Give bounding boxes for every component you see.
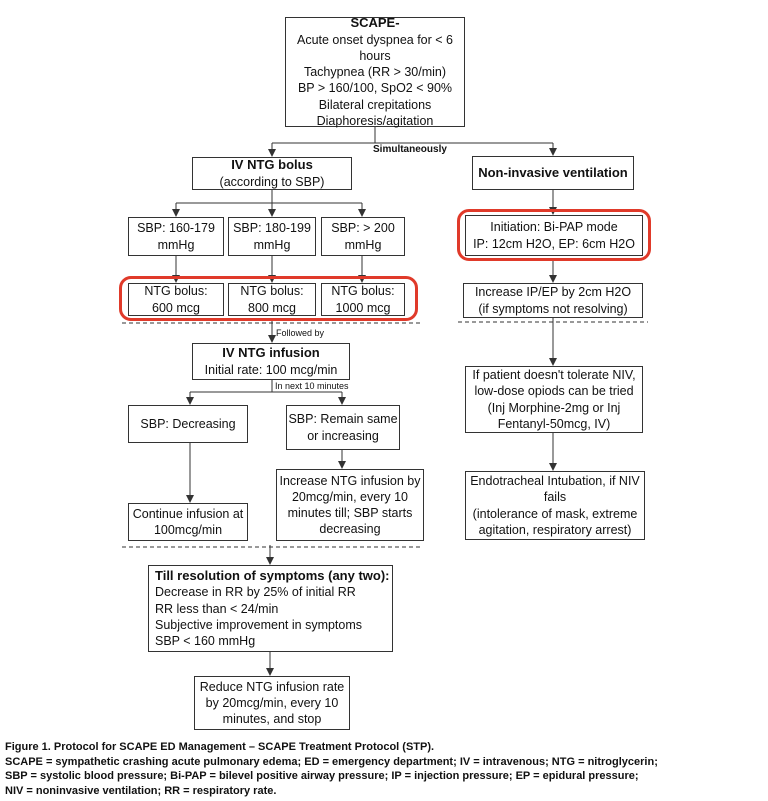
bolus-dose-box: NTG bolus: 1000 mcg bbox=[321, 283, 405, 316]
sbp-decreasing-box: SBP: Decreasing bbox=[128, 405, 248, 443]
bolus-highlight bbox=[119, 276, 418, 321]
flowchart-connectors bbox=[122, 127, 648, 676]
bolus-dose-box: NTG bolus: 800 mcg bbox=[228, 283, 316, 316]
sbp-range-box: SBP: 160-179 mmHg bbox=[128, 217, 224, 256]
iv-ntg-bolus-box: IV NTG bolus (according to SBP) bbox=[192, 157, 352, 190]
reduce-infusion-box: Reduce NTG infusion rate by 20mcg/min, e… bbox=[194, 676, 350, 730]
iv-ntg-infusion-title: IV NTG infusion bbox=[222, 344, 320, 360]
resolution-title: Till resolution of symptoms (any two): bbox=[155, 567, 390, 583]
scape-criteria-box: SCAPE- Acute onset dyspnea for < 6 hours… bbox=[285, 14, 465, 128]
scape-line: Diaphoresis/agitation bbox=[316, 113, 434, 128]
caption-line: SCAPE = sympathetic crashing acute pulmo… bbox=[5, 755, 658, 768]
increase-infusion-box: Increase NTG infusion by 20mcg/min, ever… bbox=[276, 469, 424, 541]
iv-ntg-bolus-subtitle: (according to SBP) bbox=[219, 174, 325, 189]
sbp-range-box: SBP: 180-199 mmHg bbox=[228, 217, 316, 256]
intubation-box: Endotracheal Intubation, if NIV fails (i… bbox=[465, 471, 645, 540]
in-next-10-minutes-label: In next 10 minutes bbox=[275, 381, 349, 391]
caption-line: NIV = noninvasive ventilation; RR = resp… bbox=[5, 784, 277, 797]
iv-ntg-infusion-subtitle: Initial rate: 100 mcg/min bbox=[204, 362, 338, 377]
iv-ntg-infusion-box: IV NTG infusion Initial rate: 100 mcg/mi… bbox=[192, 343, 350, 380]
scape-title: SCAPE- bbox=[350, 14, 400, 30]
bipap-highlight bbox=[457, 209, 651, 261]
resolution-item: RR less than < 24/min bbox=[155, 601, 279, 616]
caption-line: Figure 1. Protocol for SCAPE ED Manageme… bbox=[5, 741, 435, 753]
continue-infusion-box: Continue infusion at 100mcg/min bbox=[128, 503, 248, 541]
scape-line: Tachypnea (RR > 30/min) bbox=[303, 65, 447, 80]
resolution-item: Subjective improvement in symptoms bbox=[155, 617, 363, 632]
resolution-item: Decrease in RR by 25% of initial RR bbox=[155, 585, 356, 600]
increase-ip-ep-box: Increase IP/EP by 2cm H2O (if symptoms n… bbox=[463, 283, 643, 318]
scape-line: Bilateral crepitations bbox=[318, 97, 432, 112]
bolus-dose-box: NTG bolus: 600 mcg bbox=[128, 283, 224, 316]
caption-line: SBP = systolic blood pressure; Bi-PAP = … bbox=[5, 770, 639, 783]
sbp-same-box: SBP: Remain same or increasing bbox=[286, 405, 400, 450]
simultaneously-label: Simultaneously bbox=[373, 144, 447, 155]
niv-box: Non-invasive ventilation bbox=[472, 156, 634, 190]
sbp-range-box: SBP: > 200 mmHg bbox=[321, 217, 405, 256]
scape-line: BP > 160/100, SpO2 < 90% bbox=[297, 81, 453, 96]
figure-caption: Figure 1. Protocol for SCAPE ED Manageme… bbox=[5, 740, 765, 798]
scape-line: Acute onset dyspnea for < 6 hours bbox=[296, 32, 453, 63]
niv-intolerance-box: If patient doesn't tolerate NIV, low-dos… bbox=[465, 366, 643, 433]
followed-by-label: Followed by bbox=[276, 328, 325, 338]
bipap-initiation-box: Initiation: Bi-PAP mode IP: 12cm H2O, EP… bbox=[465, 215, 643, 256]
iv-ntg-bolus-title: IV NTG bolus bbox=[231, 156, 313, 172]
resolution-criteria-box: Till resolution of symptoms (any two): D… bbox=[148, 565, 393, 652]
resolution-item: SBP < 160 mmHg bbox=[155, 634, 256, 649]
